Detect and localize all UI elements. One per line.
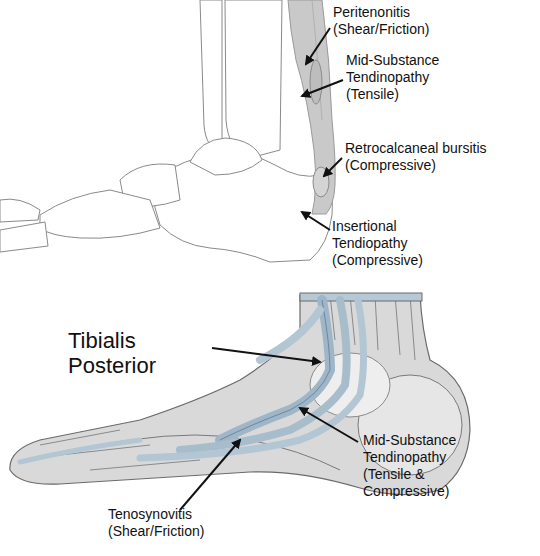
callout-label: Retrocalcaneal bursitis (Compressive) bbox=[345, 140, 515, 174]
callout-label: Mid-Substance Tendinopathy (Tensile) bbox=[346, 52, 451, 103]
callout-label: Peritenonitis (Shear/Friction) bbox=[333, 4, 451, 38]
leader-arrows bbox=[180, 348, 358, 510]
achilles-tendon bbox=[288, 0, 335, 214]
callout-label: Insertional Tendiopathy (Compressive) bbox=[332, 218, 432, 269]
muscle-label: Tibialis Posterior bbox=[68, 328, 198, 378]
leader-arrows bbox=[302, 28, 343, 230]
callout-label: Tenosynovitis (Shear/Friction) bbox=[108, 506, 226, 540]
ankle-skeleton bbox=[0, 0, 333, 262]
callout-label: Mid-Substance Tendinopathy (Tensile & Co… bbox=[363, 432, 468, 500]
